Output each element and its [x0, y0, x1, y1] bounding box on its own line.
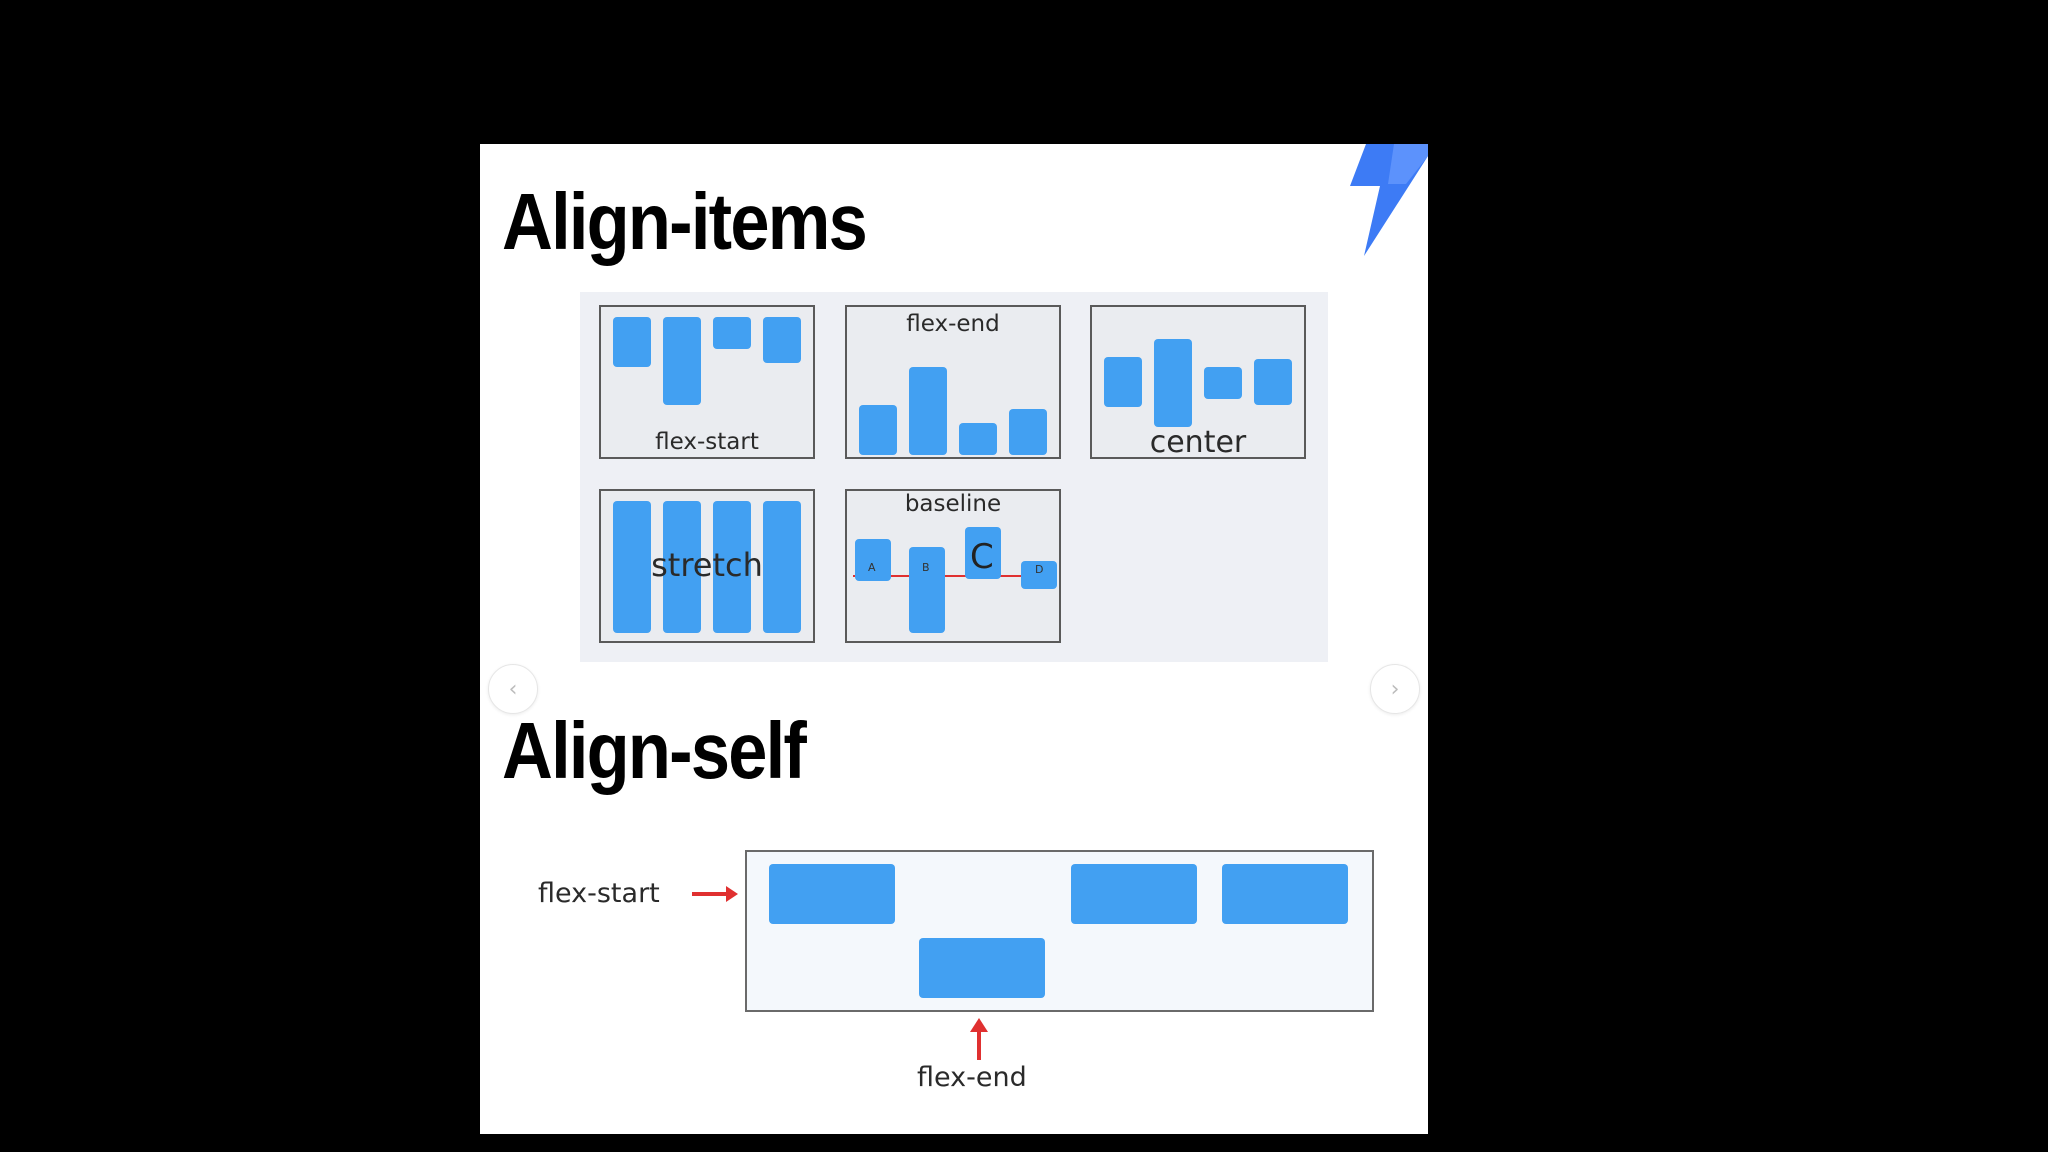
item-block: [1021, 561, 1057, 589]
item-block: [763, 501, 801, 633]
carousel-prev-button[interactable]: ‹: [488, 664, 538, 714]
letter-a: A: [868, 561, 876, 574]
center-label: center: [1149, 425, 1247, 460]
flex-start-label: flex-start: [655, 429, 759, 455]
item-block: [1204, 367, 1242, 399]
item-block: [1154, 339, 1192, 427]
arrow-right-icon: [692, 886, 738, 902]
align-self-container: [745, 850, 1374, 1012]
baseline-label: baseline: [904, 491, 1002, 517]
baseline-line: [853, 575, 1053, 577]
baseline-demo: baseline A B C D: [845, 489, 1061, 643]
logo-bolt-icon: [1336, 144, 1428, 256]
item-block: [1009, 409, 1047, 455]
letter-c: C: [970, 537, 994, 577]
item-block: [1071, 864, 1197, 924]
item-block: [663, 501, 701, 633]
chevron-right-icon: ›: [1390, 676, 1400, 702]
flex-end-demo: flex-end: [845, 305, 1061, 459]
item-block: [713, 317, 751, 349]
item-block: [909, 367, 947, 455]
align-self-heading: Align-self: [502, 706, 807, 795]
align-items-panel: flex-start flex-end center stretch: [580, 292, 1328, 662]
item-block: [769, 864, 895, 924]
item-block: [1104, 357, 1142, 407]
flex-end-label: flex-end: [906, 311, 1000, 337]
flex-start-demo: flex-start: [599, 305, 815, 459]
slide-image: Display flex Align-items flex-start flex…: [480, 144, 1428, 1134]
letter-b: B: [922, 561, 930, 574]
item-block: [663, 317, 701, 405]
item-block-flex-end: [919, 938, 1045, 998]
center-demo: center: [1090, 305, 1306, 460]
stretch-label: stretch: [651, 546, 763, 584]
hidden-title: Display flex: [565, 144, 888, 184]
item-block: [909, 547, 945, 633]
item-block: [713, 501, 751, 633]
item-block: [959, 423, 997, 455]
item-block: [613, 317, 651, 367]
item-block: [613, 501, 651, 633]
stretch-demo: stretch: [599, 489, 815, 643]
letter-d: D: [1035, 563, 1044, 576]
align-items-heading: Align-items: [502, 177, 868, 266]
item-block: [965, 527, 1001, 579]
arrow-up-icon: [970, 1018, 988, 1060]
chevron-left-icon: ‹: [508, 676, 518, 702]
align-self-flex-start-label: flex-start: [538, 878, 660, 909]
item-block: [1222, 864, 1348, 924]
item-block: [859, 405, 897, 455]
item-block: [1254, 359, 1292, 405]
carousel-next-button[interactable]: ›: [1370, 664, 1420, 714]
item-block: [855, 539, 891, 581]
item-block: [763, 317, 801, 363]
align-self-flex-end-label: flex-end: [917, 1062, 1027, 1093]
